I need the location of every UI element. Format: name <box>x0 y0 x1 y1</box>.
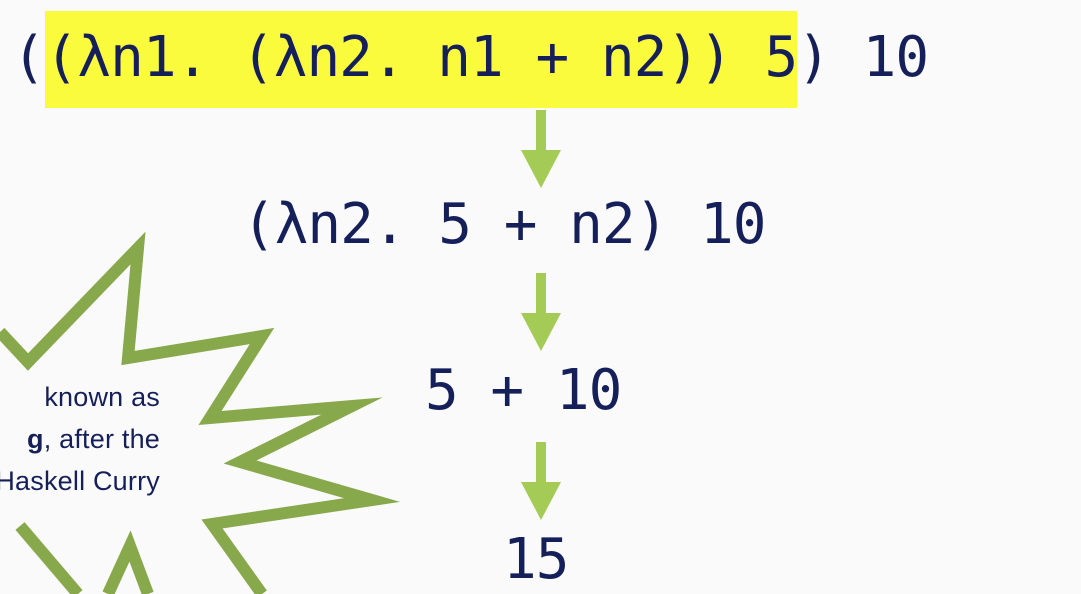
callout-line-2-rest: , after the <box>43 424 160 454</box>
callout-line-3: Haskell Curry <box>0 466 160 496</box>
callout-line-1: known as <box>44 382 160 412</box>
expression-result: 15 <box>503 527 569 592</box>
highlighted-subexpression: (λn1. (λn2. n1 + n2)) 5 <box>44 11 798 108</box>
callout-text: known as g, after the Haskell Curry <box>0 376 160 502</box>
arrow-down-icon <box>521 442 561 520</box>
expression-step-2: (λn2. 5 + n2) 10 <box>242 192 766 257</box>
arrow-down-icon <box>521 110 561 188</box>
expression-step-1-prefix: ( <box>12 25 46 90</box>
expression-step-1: ((λn1. (λn2. n1 + n2)) 5) 10 <box>12 11 929 108</box>
expression-step-1-suffix: ) 10 <box>797 25 929 90</box>
arrow-down-icon <box>521 273 561 351</box>
callout-bold-term: g <box>27 424 44 454</box>
callout-line-2: g, after the <box>0 418 160 460</box>
expression-step-3: 5 + 10 <box>425 358 622 423</box>
starburst-callout <box>0 231 400 594</box>
